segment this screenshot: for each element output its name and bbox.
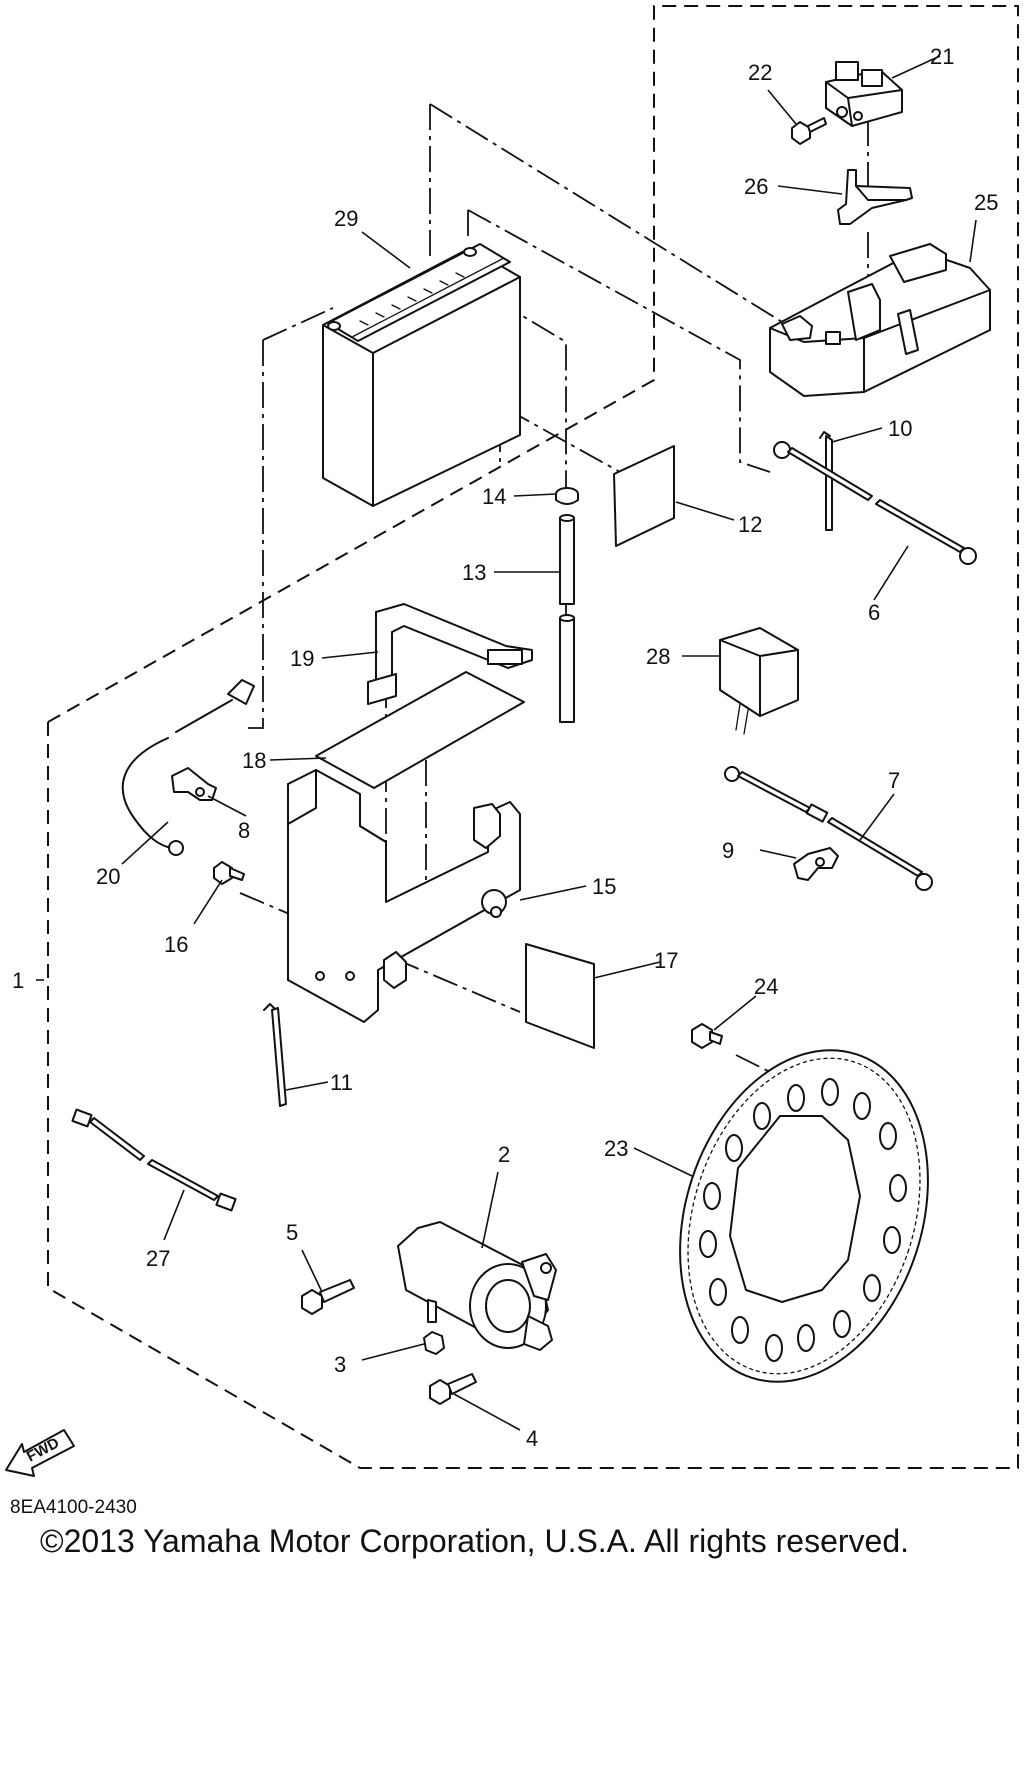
diagram-code: 8EA4100-2430 bbox=[10, 1497, 137, 1518]
cable-tie-lower bbox=[263, 1003, 287, 1107]
lead-clip-8 bbox=[171, 767, 217, 801]
callout-24: 24 bbox=[754, 974, 778, 999]
coupler bbox=[719, 627, 799, 735]
assembly-group-outline bbox=[47, 5, 1019, 1469]
callout-16: 16 bbox=[164, 932, 188, 957]
callout-1: 1 bbox=[12, 968, 24, 993]
callout-8: 8 bbox=[238, 818, 250, 843]
cable-tie bbox=[819, 431, 833, 531]
breather-hose-cap bbox=[555, 487, 579, 505]
callout-23: 23 bbox=[604, 1136, 628, 1161]
battery-lead-positive bbox=[773, 441, 977, 565]
callout-labels: 1 2 3 4 5 6 7 8 9 10 11 12 13 14 15 16 1… bbox=[12, 44, 998, 1451]
callout-29: 29 bbox=[334, 206, 358, 231]
relay-bracket bbox=[837, 169, 913, 225]
callout-4: 4 bbox=[526, 1426, 538, 1451]
battery-band bbox=[367, 603, 533, 705]
callout-13: 13 bbox=[462, 560, 486, 585]
callout-9: 9 bbox=[722, 838, 734, 863]
callout-26: 26 bbox=[744, 174, 768, 199]
starter-motor-lead bbox=[724, 766, 933, 891]
callout-27: 27 bbox=[146, 1246, 170, 1271]
battery-pad bbox=[613, 445, 675, 547]
callout-22: 22 bbox=[748, 60, 772, 85]
callout-5: 5 bbox=[286, 1220, 298, 1245]
fwd-arrow-icon: FWD bbox=[5, 1429, 75, 1477]
callout-10: 10 bbox=[888, 416, 912, 441]
nut bbox=[423, 1331, 445, 1355]
callout-11: 11 bbox=[330, 1070, 353, 1095]
battery-case bbox=[287, 769, 521, 1023]
starter-bolt-5 bbox=[301, 1279, 355, 1315]
callout-17: 17 bbox=[654, 948, 678, 973]
copyright-notice: ©2013 Yamaha Motor Corporation, U.S.A. A… bbox=[40, 1523, 910, 1559]
callout-14: 14 bbox=[482, 484, 506, 509]
relay-bolt bbox=[791, 117, 827, 145]
starter-relay bbox=[825, 61, 903, 127]
callout-7: 7 bbox=[888, 768, 900, 793]
callout-18: 18 bbox=[242, 748, 266, 773]
wire-lead bbox=[71, 1108, 237, 1212]
fuse-box-cover bbox=[769, 243, 991, 397]
case-bolt bbox=[213, 861, 245, 885]
callout-20: 20 bbox=[96, 864, 120, 889]
callout-2: 2 bbox=[498, 1142, 510, 1167]
callout-15: 15 bbox=[592, 874, 616, 899]
starter-sprocket-ring bbox=[679, 1049, 929, 1383]
battery bbox=[322, 243, 521, 507]
starter-bolt-4 bbox=[429, 1373, 477, 1405]
breather-hose bbox=[559, 514, 575, 723]
callout-6: 6 bbox=[868, 600, 880, 625]
battery-case-cover bbox=[525, 943, 595, 1049]
battery-lead-negative bbox=[121, 679, 255, 856]
callout-19: 19 bbox=[290, 646, 314, 671]
callout-12: 12 bbox=[738, 512, 762, 537]
lead-clip-9 bbox=[793, 847, 839, 881]
callout-25: 25 bbox=[974, 190, 998, 215]
callout-3: 3 bbox=[334, 1352, 346, 1377]
starter-motor bbox=[397, 1221, 557, 1351]
sprocket-bolt bbox=[691, 1023, 723, 1049]
callout-21: 21 bbox=[930, 44, 954, 69]
leader-lines bbox=[36, 55, 977, 1431]
callout-28: 28 bbox=[646, 644, 670, 669]
battery-seat-sheet bbox=[315, 671, 525, 789]
